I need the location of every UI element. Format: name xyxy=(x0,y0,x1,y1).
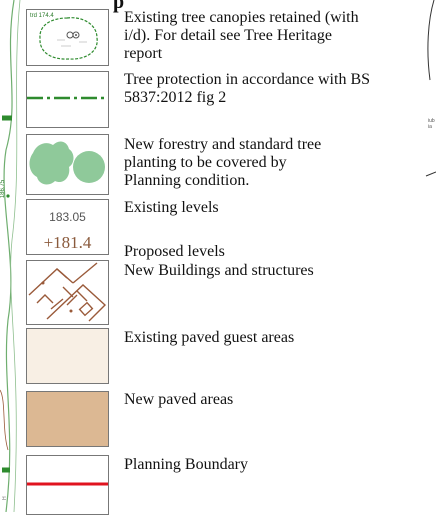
site-plan-left-strip: H xyxy=(0,0,21,512)
right-margin-note: iub ia xyxy=(428,118,435,130)
new-paved-swatch xyxy=(26,391,109,447)
levels-swatch: 183.05 +181.4 xyxy=(26,199,109,255)
new-buildings-label: New Buildings and structures xyxy=(124,262,314,279)
site-plan-right-fragment xyxy=(425,0,436,177)
tree-canopy-label: Existing tree canopies retained (with i/… xyxy=(124,9,359,62)
new-buildings-swatch xyxy=(26,260,109,325)
tree-protection-swatch xyxy=(26,71,109,128)
tree-protection-line-icon xyxy=(27,96,108,100)
existing-level-sample: 183.05 xyxy=(49,210,86,224)
left-level-label: 186.75 xyxy=(0,179,7,199)
planning-boundary-label: Planning Boundary xyxy=(124,456,248,473)
planning-boundary-swatch xyxy=(26,455,109,515)
new-planting-swatch xyxy=(26,134,109,195)
tree-protection-label: Tree protection in accordance with BS 58… xyxy=(124,71,371,106)
new-planting-label: New forestry and standard tree planting … xyxy=(124,136,322,189)
boundary-line-icon xyxy=(27,482,108,486)
svg-text:H: H xyxy=(2,496,8,500)
existing-paved-swatch xyxy=(26,328,109,384)
tree-canopy-swatch: trd 174.4 xyxy=(26,9,109,66)
proposed-level-sample: +181.4 xyxy=(43,233,92,252)
new-paved-label: New paved areas xyxy=(124,391,234,408)
existing-levels-label: Existing levels xyxy=(124,199,219,216)
new-planting-icon xyxy=(29,141,105,185)
existing-paved-label: Existing paved guest areas xyxy=(124,329,295,346)
building-plan-icon xyxy=(28,262,107,322)
legend-title-fragment: p xyxy=(113,0,125,13)
proposed-levels-label: Proposed levels xyxy=(124,243,225,260)
tree-label: trd 174.4 xyxy=(30,13,54,19)
tree-canopy-icon xyxy=(39,17,98,60)
